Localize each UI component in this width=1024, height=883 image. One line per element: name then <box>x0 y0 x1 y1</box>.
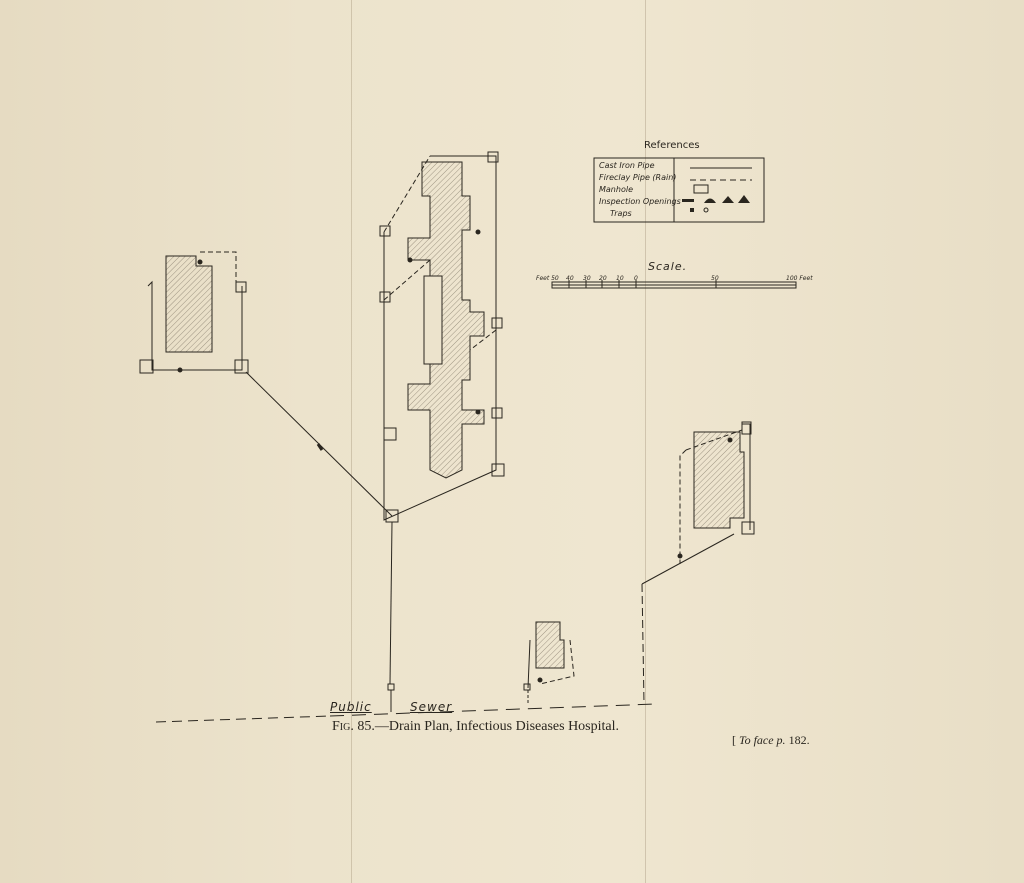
scale-tick-label: 100 Feet <box>786 275 813 282</box>
main-drain-lines <box>245 371 735 712</box>
scale-tick-label: 30 <box>583 275 591 282</box>
references-title: References <box>644 140 700 151</box>
manhole <box>523 683 531 691</box>
manhole <box>383 427 397 441</box>
scale-tick-label: 50 <box>711 275 719 282</box>
lower-building <box>523 621 575 704</box>
page-reference-number: 182. <box>788 733 810 747</box>
public-sewer-line <box>155 703 657 723</box>
reference-cast-iron-pipe: Cast Iron Pipe <box>599 161 655 170</box>
manhole <box>387 683 395 691</box>
manhole <box>741 421 752 435</box>
manhole <box>235 281 247 293</box>
page-reference: [ To face p. 182. <box>732 733 810 748</box>
sewer-label-public: Public <box>330 700 372 714</box>
manhole <box>487 151 499 163</box>
scale-tick-label: 0 <box>634 275 638 282</box>
reference-traps: Traps <box>610 209 632 218</box>
manhole <box>491 407 503 419</box>
page-fold-right <box>645 0 646 883</box>
trap-circle-symbol <box>703 207 709 213</box>
scale-left-label: Feet 50 <box>536 275 559 282</box>
scale-tick-label: 40 <box>566 275 574 282</box>
manhole <box>491 463 505 477</box>
figure-number: Fig. 85. <box>332 719 375 734</box>
scale-tick-label: 20 <box>599 275 607 282</box>
manhole <box>379 291 391 303</box>
left-pavilion <box>139 251 249 374</box>
scale-bar <box>551 280 797 289</box>
page-reference-text: To face p. <box>739 733 786 747</box>
page-fold-left <box>351 0 352 883</box>
manhole <box>234 359 249 374</box>
inspection-symbols <box>682 195 750 203</box>
manhole-symbol <box>693 184 709 194</box>
manhole <box>741 521 755 535</box>
reference-manhole: Manhole <box>599 185 633 194</box>
references-table <box>593 157 765 223</box>
figure-title: —Drain Plan, Infectious Diseases Hospita… <box>374 719 620 734</box>
right-pavilion <box>677 421 755 564</box>
reference-fireclay-pipe: Fireclay Pipe (Rain) <box>599 173 677 182</box>
scale-tick-label: 10 <box>616 275 624 282</box>
trap-square-symbol <box>690 208 694 212</box>
manhole <box>379 225 391 237</box>
manhole <box>491 317 503 329</box>
central-block <box>379 151 505 523</box>
reference-inspection-openings: Inspection Openings <box>599 197 681 206</box>
manhole <box>139 359 154 374</box>
scale-title: Scale. <box>648 260 688 273</box>
page-reference-bracket: [ <box>732 733 736 747</box>
figure-caption: Fig. 85.—Drain Plan, Infectious Diseases… <box>332 719 619 735</box>
sewer-label-sewer: Sewer <box>410 700 453 714</box>
